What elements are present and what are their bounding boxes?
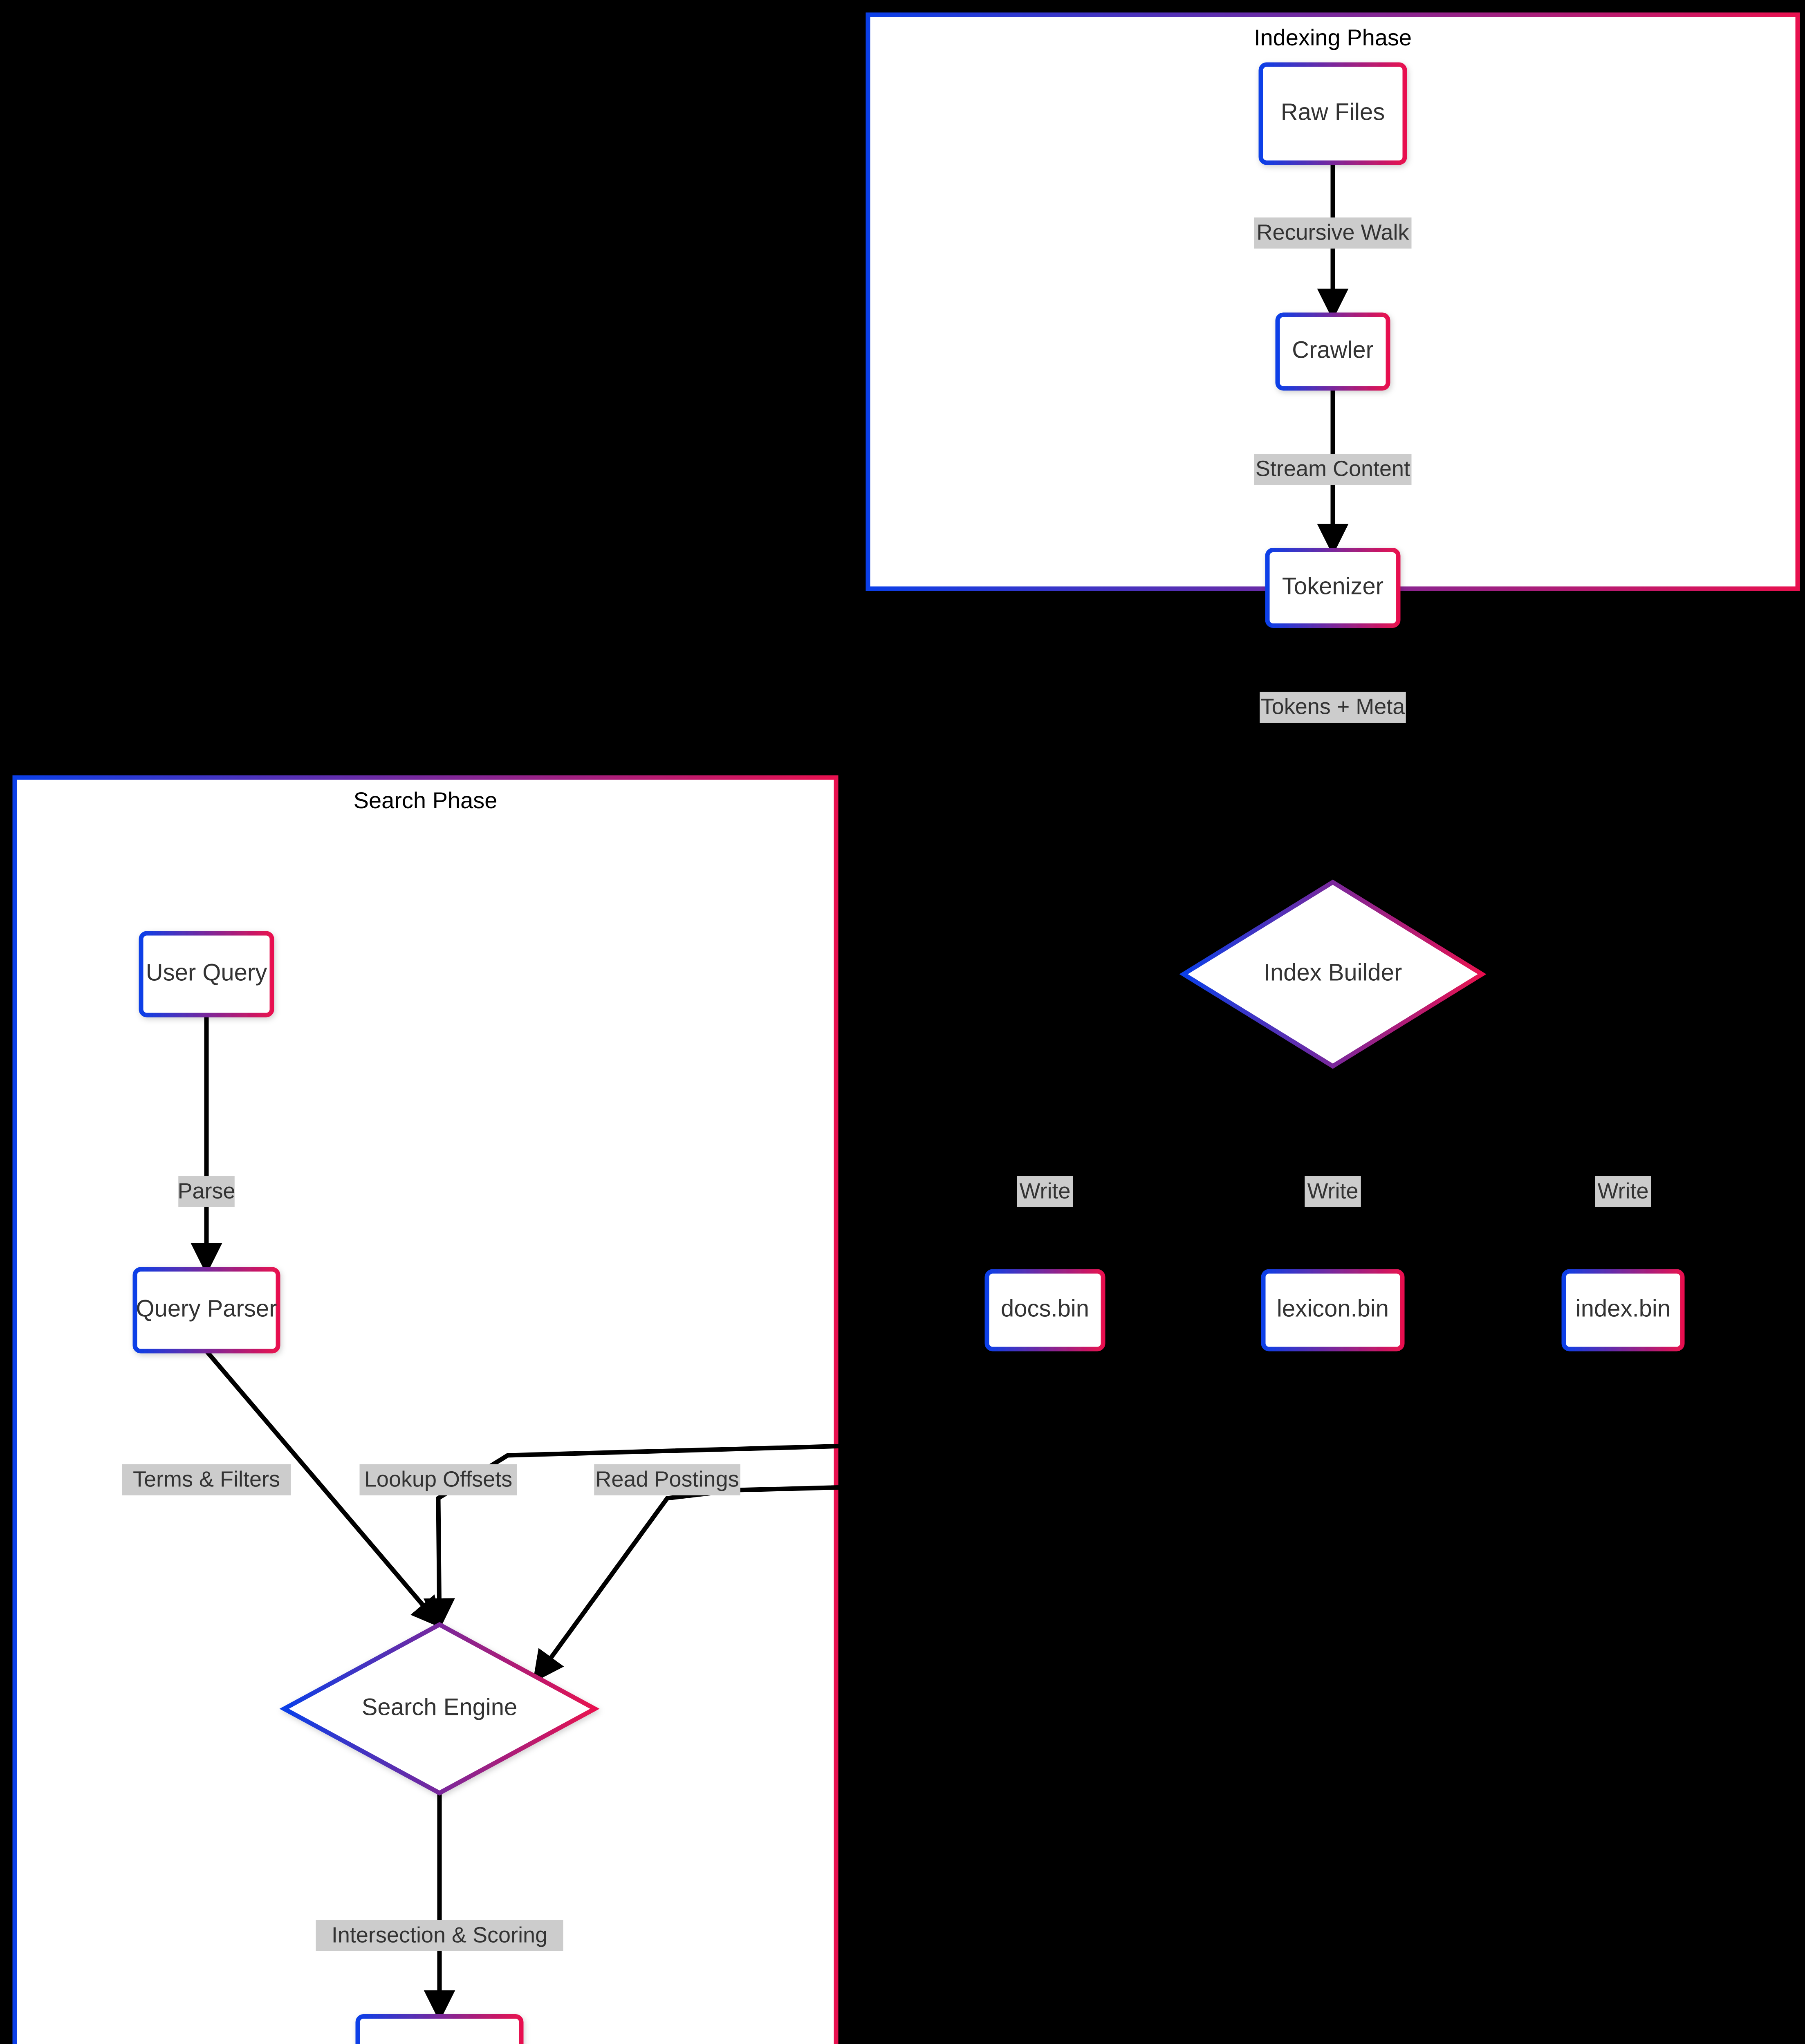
node-shape-rect [358,2017,521,2044]
cluster-title: Indexing Phase [1254,25,1412,50]
node-label: Crawler [1292,336,1374,363]
node-idxbin[interactable]: index.bin [1564,1271,1682,1349]
node-tokenizer[interactable]: Tokenizer [1267,550,1398,626]
edge-label-text: Terms & Filters [133,1467,280,1491]
node-label: Search Engine [362,1694,517,1720]
node-crawler[interactable]: Crawler [1278,315,1388,388]
node-label: lexicon.bin [1277,1295,1389,1322]
cluster-box [15,778,836,2044]
edge-label-recursive-walk: Recursive Walk [1254,217,1412,249]
edge-label-text: Parse [177,1179,235,1203]
edge-label-text: Tokens + Meta [1261,694,1406,719]
edge-label-write: Write [1595,1176,1651,1207]
node-docsbin[interactable]: docs.bin [987,1271,1103,1349]
edge-builder-to-idxbin [1333,1066,1623,1271]
edge-label-write: Write [1305,1176,1361,1207]
node-raw[interactable]: Raw Files [1261,65,1405,163]
node-uquery[interactable]: User Query [141,933,272,1015]
node-lexbin[interactable]: lexicon.bin [1263,1271,1402,1349]
node-label: Tokenizer [1282,573,1383,599]
edge-label-read-postings: Read Postings [594,1464,740,1495]
node-builder[interactable]: Index Builder [1184,882,1482,1066]
edge-builder-to-docsbin [1045,1066,1333,1271]
edge-label-text: Write [1019,1179,1070,1203]
edge-label-text: Read Postings [595,1467,739,1491]
edge-label-write: Write [1017,1176,1073,1207]
edge-label-text: Lookup Offsets [364,1467,512,1491]
edge-label-text: Recursive Walk [1256,220,1409,244]
node-label: docs.bin [1001,1295,1089,1322]
node-label: Ranked Results [356,2041,523,2044]
cluster-title: Search Phase [354,787,498,813]
node-label: Query Parser [136,1295,277,1322]
edge-label-lookup-offsets: Lookup Offsets [360,1464,517,1495]
edge-label-intersection-scoring: Intersection & Scoring [316,1920,563,1951]
cluster-search: Search Phase [15,778,836,2044]
node-qparser[interactable]: Query Parser [135,1269,278,1351]
edge-label-tokens-meta: Tokens + Meta [1260,692,1406,723]
edge-label-parse: Parse [177,1176,235,1207]
edge-label-text: Write [1597,1179,1648,1203]
node-label: index.bin [1576,1295,1670,1322]
node-ranked[interactable]: Ranked Results [356,2017,523,2044]
node-label: User Query [146,959,267,986]
edge-label-text: Intersection & Scoring [332,1923,547,1947]
cluster-layer: Indexing PhaseSearch Phase [15,15,1798,2044]
edge-label-stream-content: Stream Content [1254,454,1412,485]
edge-label-terms-filters: Terms & Filters [122,1464,291,1495]
node-label: Raw Files [1281,99,1385,125]
edge-label-text: Stream Content [1256,456,1410,481]
edge-label-text: Write [1307,1179,1358,1203]
node-label: Index Builder [1264,959,1402,986]
